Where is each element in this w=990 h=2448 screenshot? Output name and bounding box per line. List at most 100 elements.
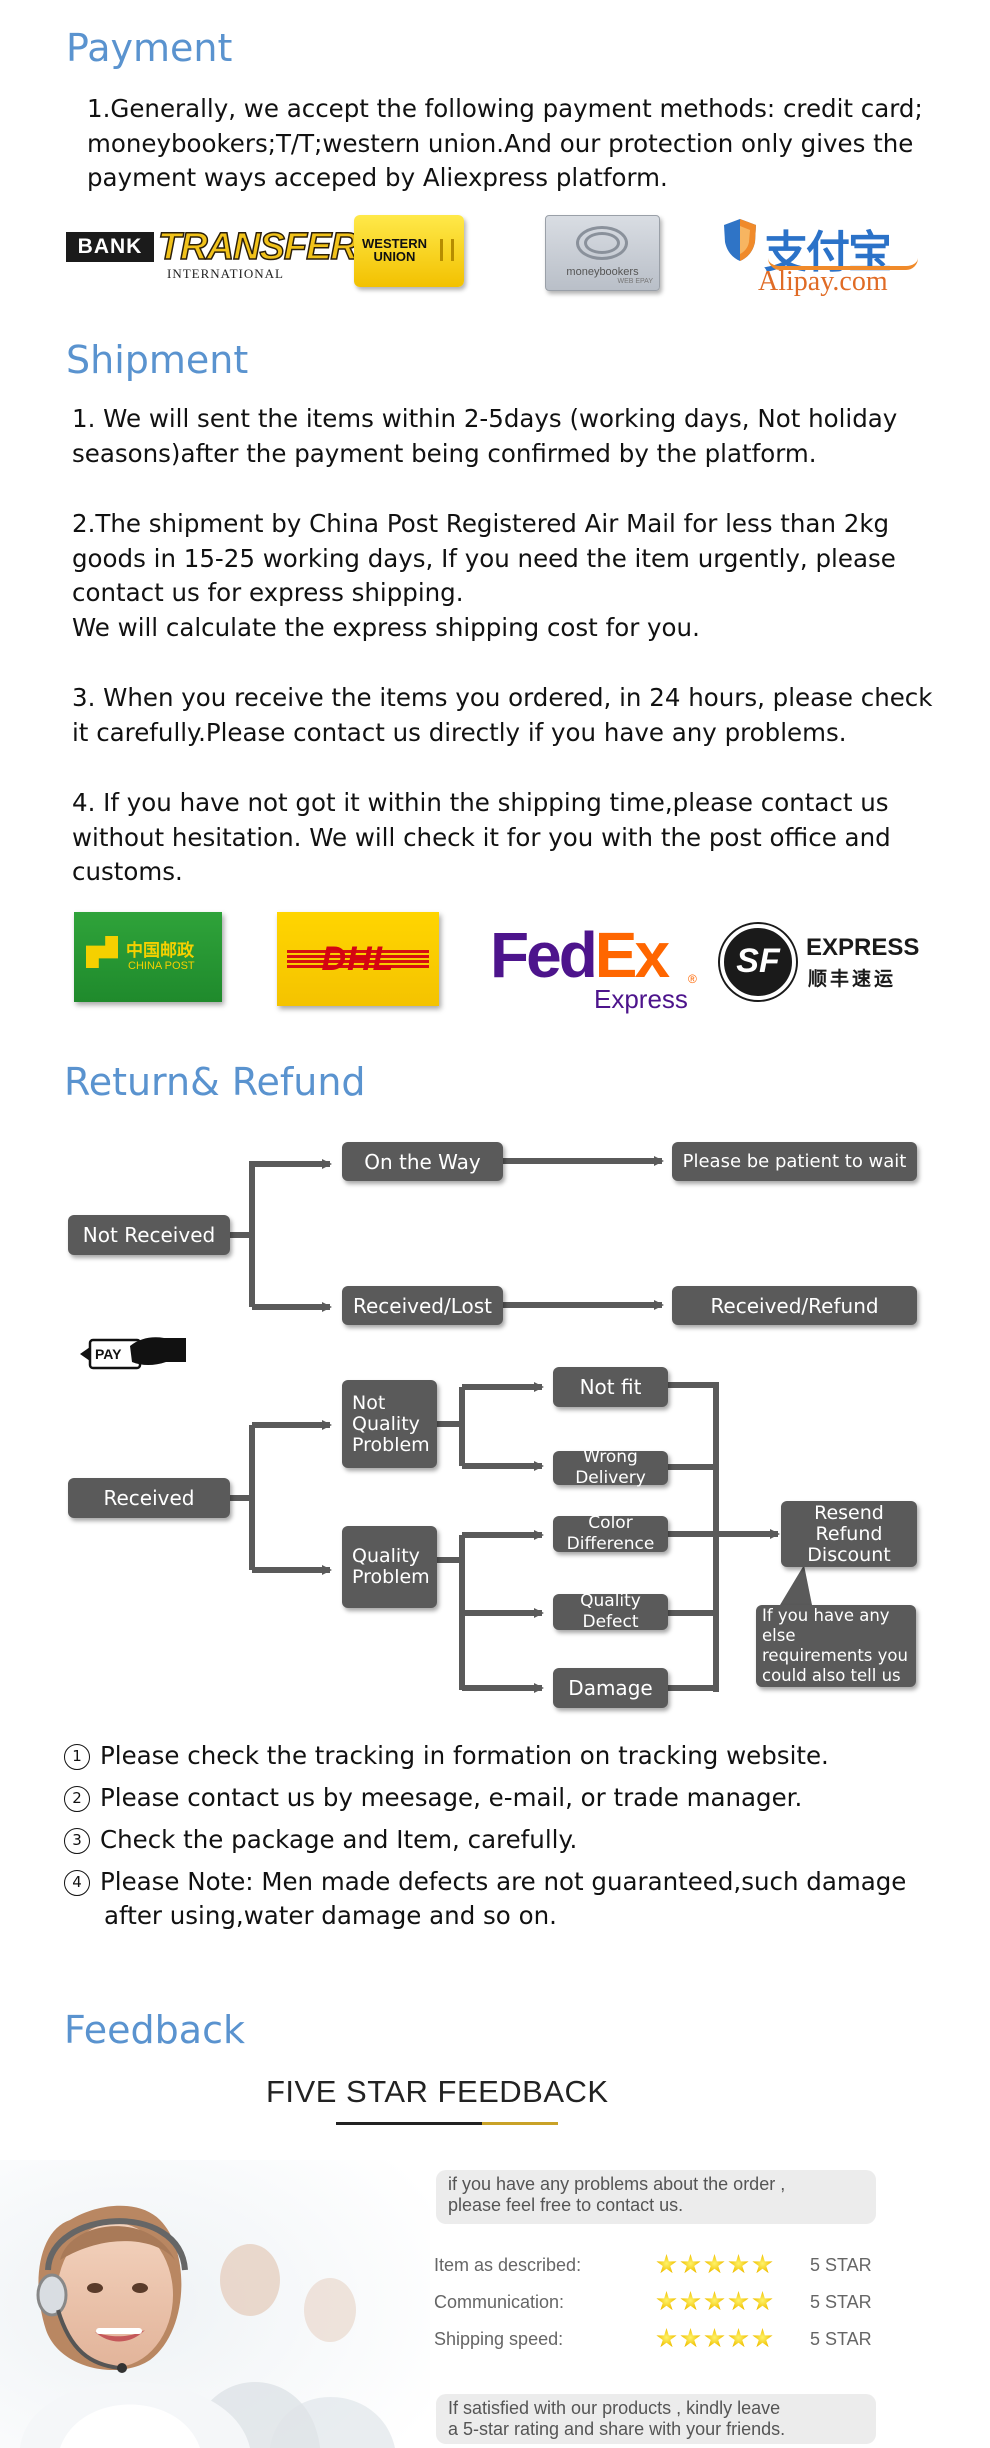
moneybookers-text: moneybookers [566, 266, 639, 278]
bank-logo-text: BANK [66, 232, 154, 262]
moneybookers-subtext: WEB EPAY [617, 278, 653, 285]
sf-express-text: EXPRESS [806, 934, 920, 961]
shipment-line: contact us for express shipping. [72, 578, 464, 607]
star-icon [752, 2291, 773, 2311]
transfer-logo-text: TRANSFER [157, 225, 358, 269]
fedex-wordmark: FedEx [490, 918, 670, 992]
shipment-line: We will calculate the express shipping c… [72, 612, 700, 642]
rating-label: Shipping speed: [434, 2329, 564, 2349]
received-box: Received [68, 1478, 230, 1518]
resend-refund-discount-box: Resend Refund Discount [781, 1501, 917, 1567]
shipment-line: 1. We will sent the items within 2-5days… [72, 404, 898, 433]
fedex-registered-mark: ® [688, 972, 697, 986]
moneybookers-rings-icon [576, 226, 628, 260]
feedback-heading: Feedback [64, 2008, 245, 2052]
star-icon [680, 2328, 701, 2348]
payment-text: 1.Generally, we accept the following pay… [87, 92, 923, 196]
wrong-delivery-box: Wrong Delivery [553, 1447, 668, 1488]
note-number: 2 [64, 1786, 90, 1812]
on-the-way-box: On the Way [342, 1142, 503, 1181]
quality-defect-box: Quality Defect [553, 1591, 668, 1632]
alipay-shield-icon [724, 219, 756, 261]
shipment-point-1: 1. We will sent the items within 2-5days… [72, 402, 897, 471]
rating-value: 5 STAR [810, 2255, 872, 2275]
star-icon [728, 2328, 749, 2348]
callout-pointer [780, 1565, 812, 1605]
bank-transfer-logo: BANK TRANSFER INTERNATIONAL [66, 225, 359, 282]
star-icon [680, 2254, 701, 2274]
china-post-text: CHINA POST [128, 960, 195, 972]
shipment-line: it carefully.Please contact us directly … [72, 717, 847, 747]
shipment-line: 2.The shipment by China Post Registered … [72, 509, 890, 538]
star-rating [656, 2328, 780, 2352]
five-star-feedback-title: FIVE STAR FEEDBACK [266, 2074, 609, 2109]
rating-value: 5 STAR [810, 2329, 872, 2349]
china-post-chinese-text: 中国邮政 [126, 941, 194, 961]
star-icon [728, 2254, 749, 2274]
star-icon [656, 2254, 677, 2274]
fedex-express-text: Express [594, 984, 688, 1014]
color-difference-box: Color Difference [553, 1513, 668, 1554]
title-underline-gold [482, 2122, 558, 2125]
western-union-bars-icon [440, 239, 454, 261]
star-icon [728, 2291, 749, 2311]
shipment-line: seasons)after the payment being confirme… [72, 438, 817, 468]
note-text: Please contact us by meesage, e-mail, or… [100, 1783, 803, 1812]
sf-chinese-text: 顺丰速运 [808, 968, 897, 990]
title-underline-dark [336, 2122, 482, 2125]
not-quality-problem-box: Not Quality Problem [342, 1380, 437, 1468]
shipment-line: 3. When you receive the items you ordere… [72, 683, 933, 712]
quality-problem-box: Quality Problem [342, 1526, 437, 1608]
not-received-box: Not Received [68, 1215, 230, 1255]
note-continuation: after using,water damage and so on. [104, 1901, 557, 1930]
not-fit-box: Not fit [553, 1367, 668, 1407]
pay-icon-label: PAY [95, 1346, 122, 1362]
moneybookers-inner-rings-icon [584, 232, 620, 254]
moneybookers-logo: moneybookers WEB EPAY [545, 215, 660, 291]
shipment-point-2: 2.The shipment by China Post Registered … [72, 507, 896, 645]
payment-heading: Payment [66, 26, 233, 70]
note-number: 1 [64, 1744, 90, 1770]
note-text: Please Note: Men made defects are not gu… [100, 1867, 907, 1896]
payment-line: moneybookers;T/T;western union.And our p… [87, 128, 914, 158]
refund-flow-connectors [230, 1156, 812, 1693]
note-text: Check the package and Item, carefully. [100, 1825, 578, 1854]
star-rating [656, 2254, 780, 2278]
received-lost-box: Received/Lost [342, 1286, 503, 1325]
be-patient-box: Please be patient to wait [672, 1142, 917, 1181]
fedex-logo: FedEx ® Express [490, 918, 710, 1014]
contact-us-bubble: if you have any problems about the order… [436, 2170, 876, 2224]
shipment-line: without hesitation. We will check it for… [72, 822, 891, 852]
star-icon [656, 2328, 677, 2348]
rating-label: Item as described: [434, 2255, 582, 2275]
western-union-logo: WESTERN UNION [354, 215, 464, 287]
sf-express-logo: SF EXPRESS 顺丰速运 [720, 918, 919, 1004]
star-icon [704, 2291, 725, 2311]
star-icon [752, 2328, 773, 2348]
damage-box: Damage [553, 1668, 668, 1708]
china-post-logo: 中国邮政 CHINA POST [74, 912, 222, 1002]
shipment-line: 4. If you have not got it within the shi… [72, 788, 889, 817]
rating-value: 5 STAR [810, 2292, 872, 2312]
note-number: 4 [64, 1870, 90, 1896]
payment-line: 1.Generally, we accept the following pay… [87, 94, 923, 123]
leave-rating-bubble: If satisfied with our products , kindly … [436, 2394, 876, 2444]
pay-hand-icon: PAY [80, 1332, 190, 1372]
western-union-text: WESTERN UNION [362, 236, 427, 264]
star-icon [704, 2254, 725, 2274]
star-icon [680, 2291, 701, 2311]
shipment-point-4: 4. If you have not got it within the shi… [72, 786, 891, 890]
payment-line: payment ways acceped by Aliexpress platf… [87, 163, 668, 192]
shipment-line: customs. [72, 857, 183, 886]
shipment-heading: Shipment [66, 338, 249, 382]
customer-service-photo [0, 2160, 430, 2448]
star-rating [656, 2291, 780, 2315]
pay-card-icon: PAY [80, 1337, 186, 1370]
received-refund-box: Received/Refund [672, 1286, 917, 1325]
sf-text: SF [736, 942, 780, 980]
fedex-ex-text: Ex [594, 919, 670, 991]
star-icon [752, 2254, 773, 2274]
shipment-point-3: 3. When you receive the items you ordere… [72, 681, 932, 750]
